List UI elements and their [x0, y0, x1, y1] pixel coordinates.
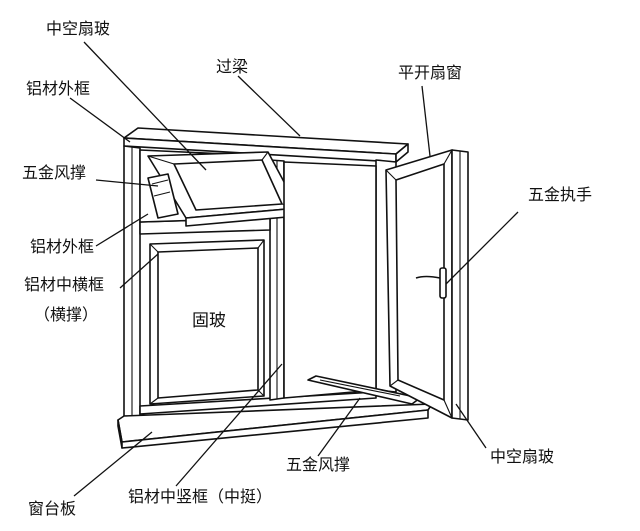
- handle-hardware: [415, 267, 447, 299]
- top-stay-hardware: [147, 173, 179, 219]
- label-hollow-sash-glass-top: 中空扇玻: [46, 19, 111, 38]
- outer-frame-left: [123, 145, 141, 421]
- leader-lines: [69, 41, 519, 497]
- label-aluminum-transom-line1: 铝材中横框: [24, 275, 105, 294]
- label-hardware-stay-bottom: 五金风撑: [286, 455, 351, 474]
- label-aluminum-transom-line2: （横撑）: [34, 305, 99, 324]
- awning-sash: [147, 151, 299, 227]
- label-window-sill: 窗台板: [28, 499, 77, 518]
- label-lintel: 过梁: [216, 57, 249, 76]
- lintel-beam: [123, 127, 409, 163]
- label-aluminum-mullion: 铝材中竖框（中挺）: [128, 487, 273, 506]
- label-aluminum-outer-frame-mid: 铝材外框: [30, 237, 95, 256]
- label-hardware-stay-top: 五金风撑: [22, 163, 87, 182]
- label-hardware-handle: 五金执手: [528, 185, 593, 204]
- window-sill-board: [117, 403, 433, 449]
- label-aluminum-outer-frame-top: 铝材外框: [26, 79, 91, 98]
- casement-sash: [385, 149, 469, 421]
- label-hollow-sash-glass-bottom: 中空扇玻: [490, 447, 555, 466]
- right-opening: [283, 161, 377, 399]
- label-fixed-glass: 固玻: [192, 311, 226, 331]
- fixed-glass-pane: [149, 239, 265, 405]
- label-casement-sash-window: 平开扇窗: [398, 63, 463, 82]
